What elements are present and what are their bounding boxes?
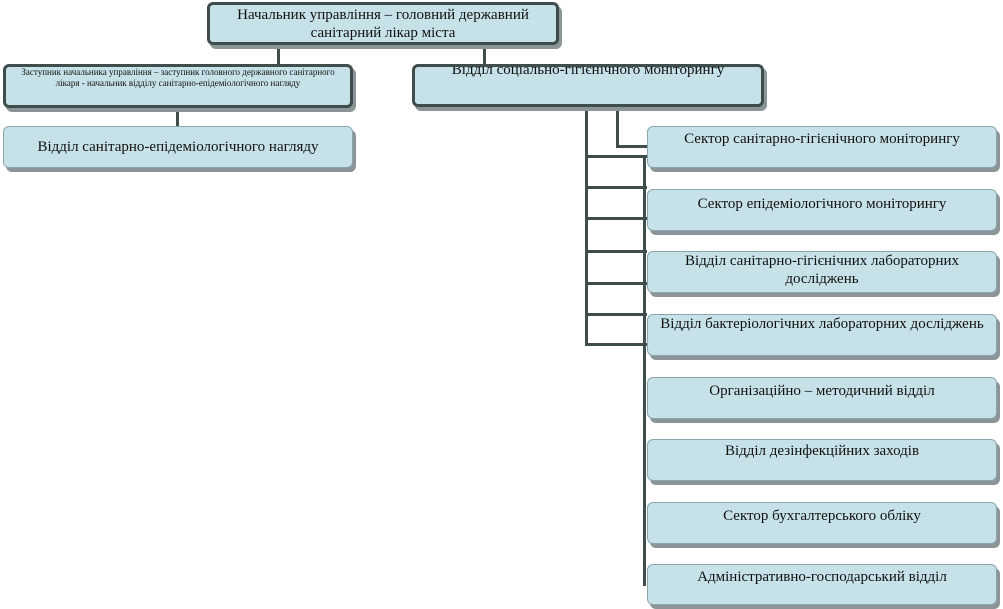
- connector-rung-5: [585, 282, 647, 285]
- left-dept-box: Відділ санітарно-епідеміологічного нагля…: [3, 126, 353, 168]
- unit-label: Відділ бактеріологічних лабораторних дос…: [660, 316, 984, 332]
- unit-label: Сектор епідеміологічного моніторингу: [697, 196, 947, 212]
- unit-box: Відділ дезінфекційних заходів: [647, 439, 997, 481]
- connector-rung-3: [585, 217, 647, 220]
- connector-rung-7: [585, 343, 647, 346]
- connector-sector1-drop: [616, 106, 619, 148]
- unit-box: Сектор бухгалтерського обліку: [647, 502, 997, 544]
- chief-box: Начальник управління – головний державни…: [207, 2, 559, 45]
- connector-deputy-to-left-dept: [176, 107, 179, 127]
- unit-label: Організаційно – методичний відділ: [709, 383, 935, 399]
- connector-rung-2: [585, 186, 647, 189]
- unit-label: Сектор санітарно-гігієнічного моніторинг…: [684, 131, 960, 147]
- connector-rung-6: [585, 313, 647, 316]
- connector-rung-4: [585, 250, 647, 253]
- unit-box: Сектор санітарно-гігієнічного моніторинг…: [647, 126, 997, 168]
- right-dept-title: Відділ соціально-гігієнічного моніторинг…: [451, 64, 725, 78]
- unit-label: Сектор бухгалтерського обліку: [723, 508, 921, 524]
- unit-box: Відділ санітарно-гігієнічних лабораторни…: [647, 251, 997, 293]
- unit-label: Адміністративно-господарський відділ: [697, 569, 947, 585]
- unit-label: Відділ дезінфекційних заходів: [724, 443, 920, 459]
- unit-box: Організаційно – методичний відділ: [647, 377, 997, 419]
- unit-label: Відділ санітарно-гігієнічних лабораторни…: [684, 253, 960, 287]
- unit-box: Сектор епідеміологічного моніторингу: [647, 189, 997, 231]
- unit-box: Адміністративно-господарський відділ: [647, 564, 997, 605]
- unit-box: Відділ бактеріологічних лабораторних дос…: [647, 314, 997, 356]
- chief-title-line2: санітарний лікар міста: [310, 24, 456, 41]
- connector-right-trunk-right: [643, 156, 646, 586]
- right-dept-box: Відділ соціально-гігієнічного моніторинг…: [412, 64, 764, 107]
- deputy-title: Заступник начальника управління – заступ…: [21, 67, 335, 88]
- chief-title-line1: Начальник управління – головний державни…: [237, 6, 529, 23]
- connector-right-trunk-left: [585, 106, 588, 346]
- connector-chief-to-right-dept: [483, 45, 486, 65]
- deputy-box: Заступник начальника управління – заступ…: [3, 64, 353, 108]
- left-dept-title: Відділ санітарно-епідеміологічного нагля…: [37, 139, 319, 155]
- connector-sector1-stub: [616, 145, 650, 148]
- connector-rung-1: [585, 155, 647, 158]
- connector-chief-to-deputy: [277, 45, 280, 67]
